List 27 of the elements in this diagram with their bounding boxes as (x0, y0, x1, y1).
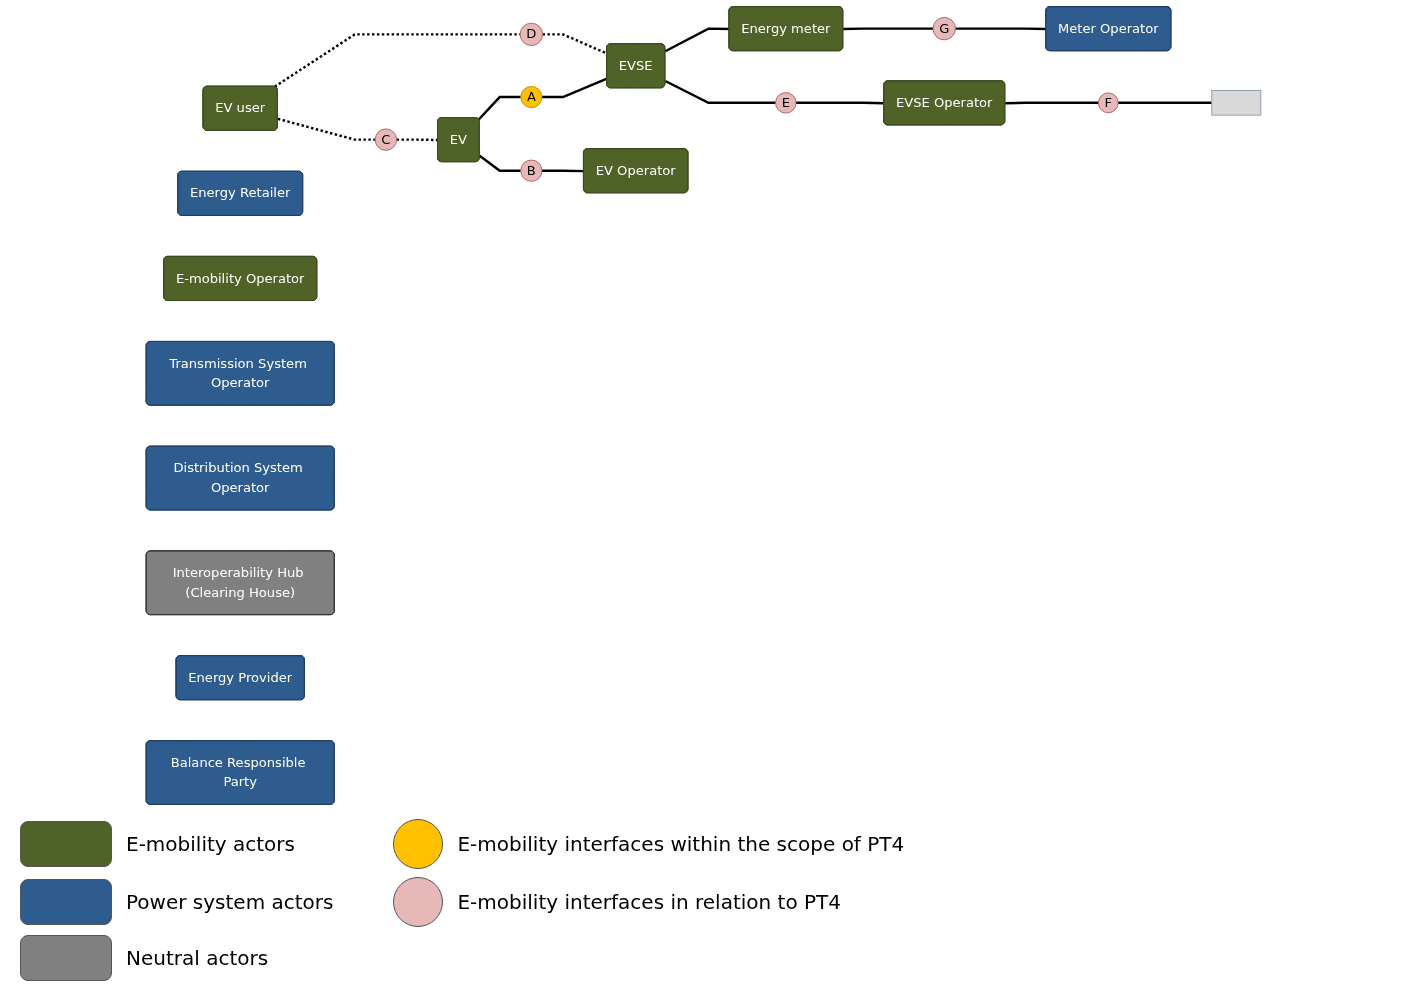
node-circle: E (775, 92, 797, 114)
connector (396, 138, 438, 142)
connector (843, 27, 933, 31)
legend-label: E-mobility actors (126, 832, 295, 856)
node-circle: C (374, 128, 397, 151)
node-circle: A (520, 86, 543, 109)
connector (542, 169, 584, 173)
legend-label: Power system actors (126, 890, 334, 914)
connector (955, 27, 1047, 31)
connector (1118, 101, 1212, 105)
connector (477, 95, 521, 121)
connector (542, 33, 608, 55)
connector (541, 77, 608, 99)
connector (796, 101, 885, 105)
legend-label: Neutral actors (126, 946, 269, 970)
connector (664, 27, 730, 53)
node-circle: B (520, 159, 543, 182)
node-circle: D (519, 22, 543, 46)
legend-label: E-mobility interfaces in relation to PT4 (457, 890, 841, 914)
connector (277, 117, 376, 141)
connector (664, 79, 776, 105)
node-circle: F (1097, 92, 1119, 114)
connector (1005, 101, 1099, 105)
connector (478, 154, 521, 172)
legend-label: E-mobility interfaces within the scope of PT4 (457, 832, 905, 856)
node-circle: G (932, 17, 956, 41)
node-bar (1211, 90, 1262, 116)
